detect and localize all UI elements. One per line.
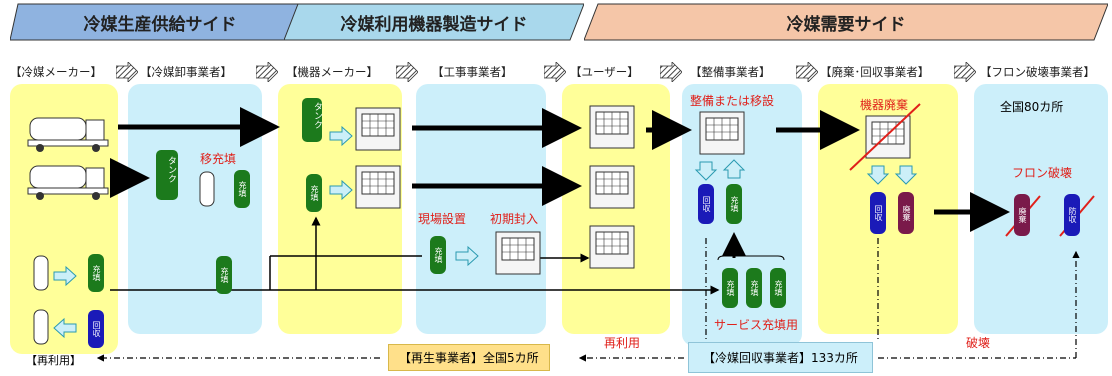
header-manufacturing-bg <box>284 3 584 41</box>
header-manufacturing-side: 冷媒利用機器製造サイド <box>284 0 584 44</box>
recovery-cylinder-icon: 回収 <box>698 184 714 224</box>
header-manufacturing-label: 冷媒利用機器製造サイド <box>340 14 528 35</box>
fill-cylinder-icon: 充填 <box>216 256 232 294</box>
equipment-icon <box>355 165 401 209</box>
header-supply-side: 冷媒生産供給サイド <box>10 0 310 44</box>
maintenance-relocation-label: 整備または移設 <box>690 94 775 108</box>
empty-cylinder-icon <box>33 255 49 291</box>
destruction-label: 破壊 <box>966 336 991 350</box>
stripe-arrow-1 <box>116 62 138 82</box>
disposed-equipment-icon <box>849 103 921 171</box>
tank-icon <box>156 150 178 200</box>
recovery-operator-box: 【冷媒回収事業者】133カ所 <box>688 342 873 373</box>
stripe-arrow-4 <box>544 62 566 82</box>
onsite-install-label: 現場設置 <box>418 212 467 226</box>
fill-cylinder-icon: 充填 <box>746 268 762 308</box>
tank-label: タンク <box>166 156 176 183</box>
stripe-arrow-5 <box>660 62 682 82</box>
stripe-arrow-3 <box>396 62 418 82</box>
stripe-arrow-2 <box>256 62 278 82</box>
role-destruction: 【フロン破壊事業者】 <box>980 65 1095 79</box>
initial-charge-label: 初期封入 <box>490 212 539 226</box>
equipment-icon <box>589 225 635 269</box>
regenerator-box: 【再生事業者】全国5カ所 <box>388 344 550 371</box>
empty-cylinder-icon <box>33 309 49 345</box>
fill-cylinder-icon: 充填 <box>430 236 446 274</box>
role-maintenance: 【整備事業者】 <box>690 65 771 79</box>
fill-cylinder-icon: 充填 <box>234 170 250 208</box>
equipment-icon <box>355 107 401 151</box>
destruction-sites-label: 全国80カ所 <box>1000 100 1064 114</box>
recovery-cylinder-icon: 回収 <box>870 192 886 234</box>
role-user: 【ユーザー】 <box>570 65 639 79</box>
tanker-truck-icon <box>27 165 109 200</box>
dummy-cylinder-icon: 防収 <box>1064 194 1080 236</box>
role-refrigerant-maker: 【冷媒メーカー】 <box>10 65 102 79</box>
header-demand-side: 冷媒需要サイド <box>584 0 1108 44</box>
role-disposal: 【廃棄･回収事業者】 <box>820 65 930 79</box>
flon-destruction-label: フロン破壊 <box>1012 166 1073 180</box>
recovery-cylinder-icon: 回収 <box>88 310 104 348</box>
transfer-fill-label: 移充填 <box>200 152 237 166</box>
header-demand-label: 冷媒需要サイド <box>786 14 906 35</box>
tank-label: タンク <box>312 102 322 129</box>
fill-cylinder-icon: 充填 <box>770 268 786 308</box>
service-fill-label: サービス充填用 <box>714 318 799 332</box>
tanker-truck-icon <box>27 117 109 152</box>
empty-cylinder-icon <box>199 171 215 207</box>
role-wholesaler: 【冷媒卸事業者】 <box>140 65 232 79</box>
fill-cylinder-icon: 充填 <box>726 184 742 224</box>
equipment-icon <box>495 231 541 275</box>
fill-cylinder-icon: 充填 <box>88 254 104 292</box>
equipment-icon <box>699 111 745 155</box>
equipment-icon <box>589 165 635 209</box>
scrap-cylinder-icon: 廃棄 <box>1014 194 1030 236</box>
equipment-disposal-label: 機器廃棄 <box>860 98 909 112</box>
tank-icon <box>302 98 322 142</box>
header-demand-bg <box>584 3 1108 41</box>
role-contractor: 【工事事業者】 <box>432 65 513 79</box>
stripe-arrow-7 <box>954 62 976 82</box>
fill-cylinder-icon: 充填 <box>722 268 738 308</box>
stripe-arrow-6 <box>796 62 818 82</box>
header-supply-label: 冷媒生産供給サイド <box>83 14 237 35</box>
reuse-mid-label: 再利用 <box>604 336 641 350</box>
reuse-left-label: 【再利用】 <box>26 354 81 367</box>
scrap-cylinder-icon: 廃棄 <box>898 192 914 234</box>
equipment-icon <box>589 105 635 149</box>
fill-cylinder-icon: 充填 <box>306 174 322 212</box>
role-equipment-maker: 【機器メーカー】 <box>286 65 378 79</box>
